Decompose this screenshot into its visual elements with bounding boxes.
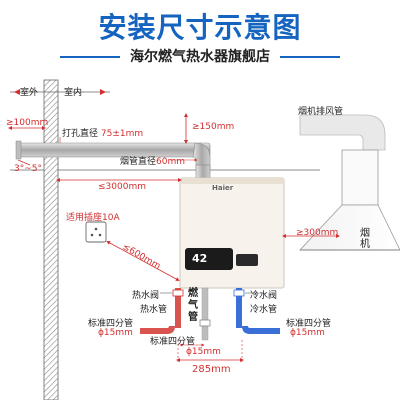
gas-valve — [199, 319, 211, 327]
phi-right-label: ϕ15mm — [290, 328, 325, 338]
outdoor-arrow — [14, 89, 20, 95]
drill-hole-label: 打孔直径 75±1mm — [62, 126, 143, 139]
slope-indicator — [17, 159, 31, 166]
angle-label: 3°~5° — [14, 164, 42, 174]
water-heater-top — [180, 178, 284, 184]
hot-water-valve — [172, 289, 184, 297]
subtitle-bar-left — [60, 56, 120, 58]
display-reading: 42 — [192, 252, 208, 265]
std-pipe-right-label: 标准四分管 — [286, 319, 332, 329]
hot-water-pipe-bend — [140, 326, 175, 334]
cold-valve-label: 冷水阀 — [250, 291, 278, 301]
gas-pipe — [201, 287, 209, 341]
socket-hole-left — [90, 233, 94, 237]
exhaust-pipe-label: 烟机排风管 — [298, 107, 344, 117]
gas-pipe-label: 燃气管 — [188, 288, 198, 323]
brand-logo: Haier — [212, 184, 234, 192]
dim-300-label: ≥300mm — [296, 228, 339, 238]
std-pipe-mid-label: 标准四分管 — [150, 337, 196, 347]
dim-285-label: 285mm — [192, 364, 231, 375]
flue-diameter-text: 烟管直径 — [120, 157, 157, 167]
socket-label: 适用插座10A — [66, 213, 120, 223]
cold-water-pipe-bend — [242, 326, 280, 334]
drill-hole-text: 打孔直径 — [62, 129, 99, 139]
display-panel — [185, 248, 233, 270]
socket — [85, 221, 107, 243]
range-hood-label: 烟机 — [360, 228, 370, 250]
indoor-label: 室内 — [64, 88, 83, 98]
hot-pipe-label: 热水管 — [140, 305, 168, 315]
subtitle-text: 海尔燃气热水器旗舰店 — [130, 49, 270, 65]
std-pipe-left-label: 标准四分管 — [88, 319, 134, 329]
indoor-arrow — [100, 89, 106, 95]
cold-water-valve — [233, 289, 245, 297]
flue-pipe-vertical — [195, 164, 211, 180]
water-heater-body — [179, 177, 285, 289]
phi-mid-label: ϕ15mm — [186, 347, 221, 357]
range-hood-duct — [341, 149, 379, 206]
drill-hole-value: 75±1mm — [100, 129, 144, 139]
outdoor-label: 室外 — [20, 88, 39, 98]
phi-left-label: ϕ15mm — [98, 328, 133, 338]
cold-pipe-label: 冷水管 — [250, 305, 278, 315]
flue-pipe-end — [15, 140, 22, 160]
subtitle-bar-right — [280, 56, 340, 58]
socket-hole-top — [94, 227, 98, 231]
dim-600-line — [106, 241, 180, 281]
cold-water-pipe — [236, 288, 242, 328]
wall — [43, 79, 59, 400]
hot-valve-label: 热水阀 — [132, 291, 160, 301]
dim-100-label: ≥100mm — [6, 118, 49, 128]
flue-diameter-label: 烟管直径60mm — [120, 154, 185, 167]
flue-diameter-value: 60mm — [156, 157, 186, 167]
socket-hole-right — [98, 233, 102, 237]
page-subtitle: 海尔燃气热水器旗舰店 — [0, 46, 400, 66]
display-buttons — [236, 254, 258, 266]
hot-water-pipe — [175, 288, 181, 328]
exhaust-duct — [299, 114, 386, 151]
dim-150-label: ≥150mm — [192, 122, 235, 132]
dim-3000-label: ≤3000mm — [98, 182, 146, 192]
page-title: 安装尺寸示意图 — [98, 11, 302, 44]
